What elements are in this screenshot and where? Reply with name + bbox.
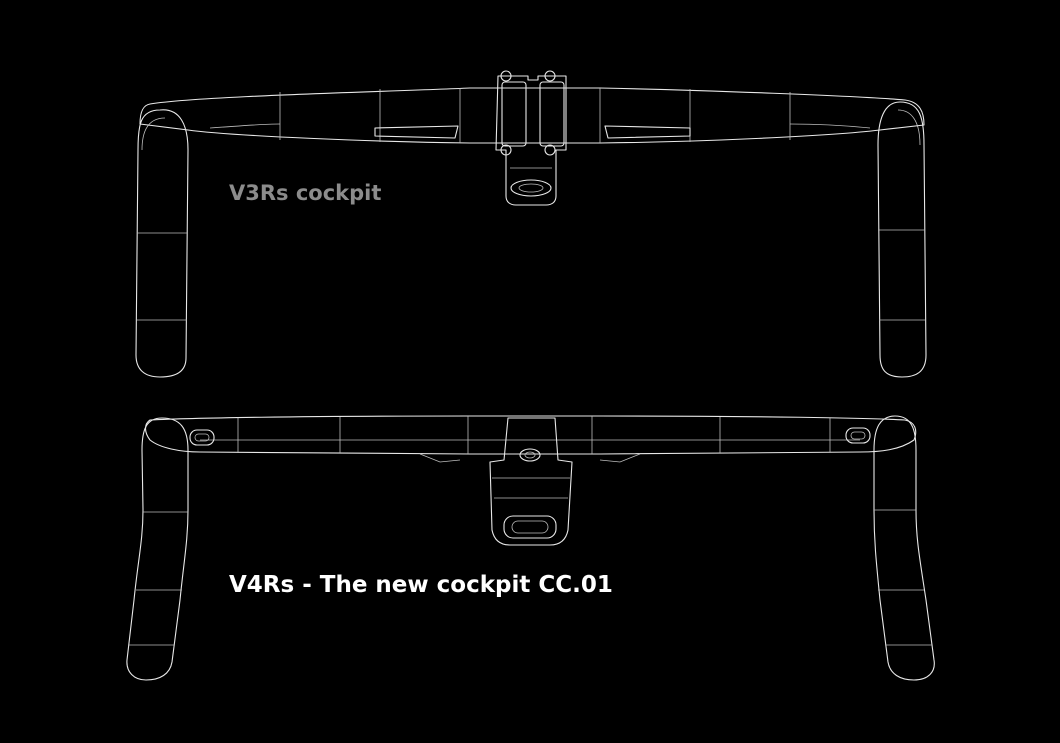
v3-handlebar-top (139, 87, 925, 144)
v3rs-cockpit-drawing (135, 70, 927, 378)
v3-stem (495, 70, 567, 206)
v4-left-drop (126, 417, 189, 681)
v3-right-drop (877, 101, 927, 378)
v4rs-cockpit-drawing (126, 415, 935, 681)
v4-handlebar-top (144, 415, 917, 463)
v3-left-drop (135, 109, 189, 378)
v4-integrated-stem (489, 417, 573, 546)
v4rs-cockpit-label: V4Rs - The new cockpit CC.01 (229, 572, 613, 598)
v3rs-cockpit-label: V3Rs cockpit (229, 181, 382, 205)
v4-right-drop (873, 415, 935, 681)
